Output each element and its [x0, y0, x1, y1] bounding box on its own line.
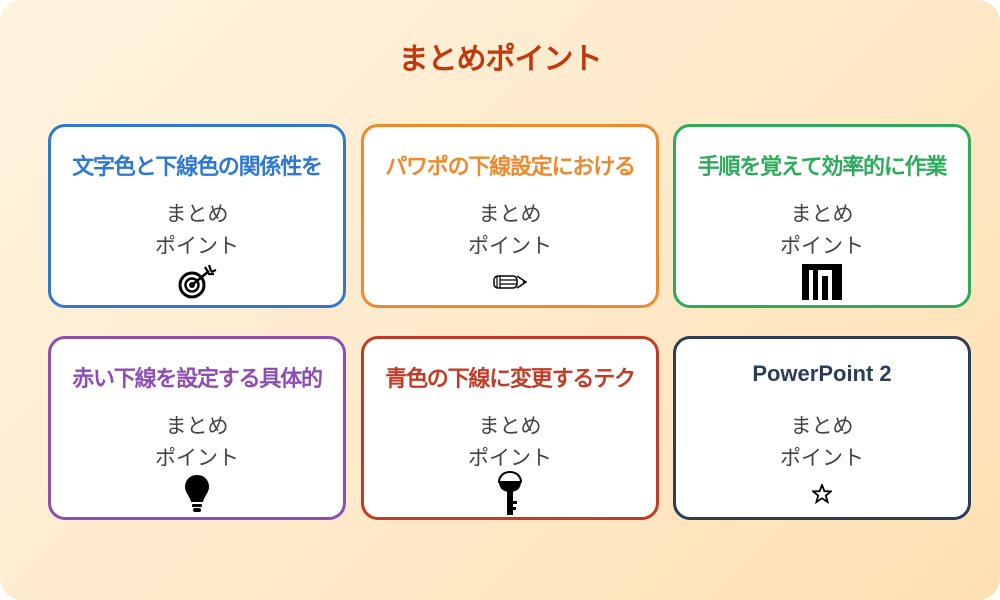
summary-card-3: 手順を覚えて効率的に作業 まとめ ポイント — [673, 124, 971, 308]
card-subtitle-line2: ポイント — [468, 446, 552, 470]
card-subtitle-line2: ポイント — [155, 234, 239, 258]
card-subtitle-line1: まとめ — [478, 414, 542, 438]
summary-card-1: 文字色と下線色の関係性を まとめ ポイント — [48, 124, 346, 308]
card-subtitle: まとめ ポイント — [676, 198, 968, 262]
card-subtitle: まとめ ポイント — [676, 410, 968, 474]
card-title: PowerPoint 2 — [752, 361, 892, 386]
pencil-icon — [364, 263, 656, 301]
summary-card-2: パワポの下線設定における まとめ ポイント — [361, 124, 659, 308]
card-title: パワポの下線設定における — [385, 155, 636, 180]
card-subtitle-line2: ポイント — [780, 234, 864, 258]
card-subtitle-line1: まとめ — [165, 202, 229, 226]
card-subtitle-line2: ポイント — [155, 446, 239, 470]
summary-card-4: 赤い下線を設定する具体的 まとめ ポイント — [48, 336, 346, 520]
card-subtitle-line1: まとめ — [165, 414, 229, 438]
card-title: 手順を覚えて効率的に作業 — [697, 155, 948, 180]
key-icon — [364, 471, 656, 515]
card-subtitle: まとめ ポイント — [51, 410, 343, 474]
card-subtitle: まとめ ポイント — [51, 198, 343, 262]
card-title: 文字色と下線色の関係性を — [72, 155, 323, 180]
summary-card-6: PowerPoint 2 まとめ ポイント — [673, 336, 971, 520]
star-icon — [676, 475, 968, 513]
card-subtitle-line2: ポイント — [468, 234, 552, 258]
card-subtitle-line2: ポイント — [780, 446, 864, 470]
card-subtitle: まとめ ポイント — [364, 198, 656, 262]
card-title: 赤い下線を設定する具体的 — [72, 367, 323, 392]
summary-card-5: 青色の下線に変更するテク まとめ ポイント — [361, 336, 659, 520]
card-title: 青色の下線に変更するテク — [385, 367, 636, 392]
target-dart-icon — [51, 263, 343, 301]
lightbulb-icon — [51, 475, 343, 513]
card-subtitle-line1: まとめ — [478, 202, 542, 226]
bar-columns-icon — [676, 263, 968, 301]
card-subtitle: まとめ ポイント — [364, 410, 656, 474]
card-subtitle-line1: まとめ — [790, 202, 854, 226]
page-title: まとめポイント — [398, 42, 603, 77]
card-subtitle-line1: まとめ — [790, 414, 854, 438]
